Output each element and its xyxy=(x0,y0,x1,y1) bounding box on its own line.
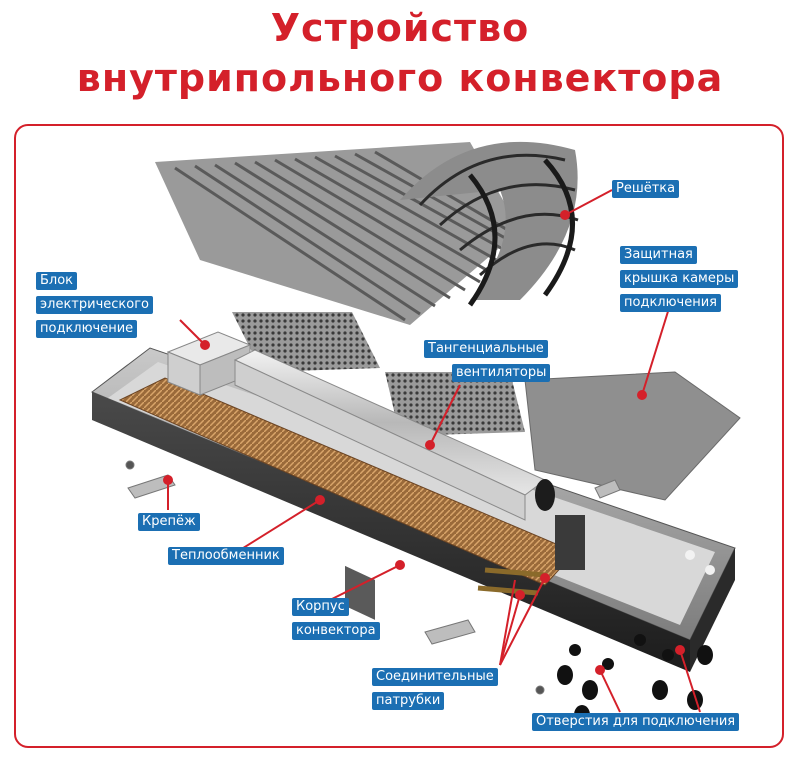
label-holes: Отверстия для подключения xyxy=(532,713,740,731)
label-body-line1: Корпус xyxy=(292,598,349,616)
label-mount: Крепёж xyxy=(138,513,200,531)
diagram-frame xyxy=(14,124,784,748)
title-line-2: внутрипольного конвектора xyxy=(76,56,724,100)
label-fans-line2: вентиляторы xyxy=(452,364,551,382)
leader-lines xyxy=(163,189,701,713)
label-pipes-line2: патрубки xyxy=(372,692,445,710)
protective-cover xyxy=(524,371,741,501)
label-fans-line1: Тангенциальные xyxy=(424,340,548,358)
label-electric-line1: Блок xyxy=(36,272,78,290)
label-grille: Решётка xyxy=(612,180,680,198)
label-cover-line2: крышка камеры xyxy=(620,270,739,288)
label-electric-line3: подключение xyxy=(36,320,138,338)
label-body-line2: конвектора xyxy=(292,622,380,640)
pipe-connectors xyxy=(477,567,546,596)
title-line-1: Устройство xyxy=(270,6,530,50)
label-exchanger: Теплообменник xyxy=(168,547,284,565)
label-cover-line3: подключения xyxy=(620,294,721,312)
label-pipes-line1: Соединительные xyxy=(372,668,498,686)
label-electric-line2: электрического xyxy=(36,296,153,314)
filter-mesh-right xyxy=(385,372,525,436)
label-cover-line1: Защитная xyxy=(620,246,697,264)
grille xyxy=(155,141,579,325)
tangential-fans xyxy=(233,349,585,620)
